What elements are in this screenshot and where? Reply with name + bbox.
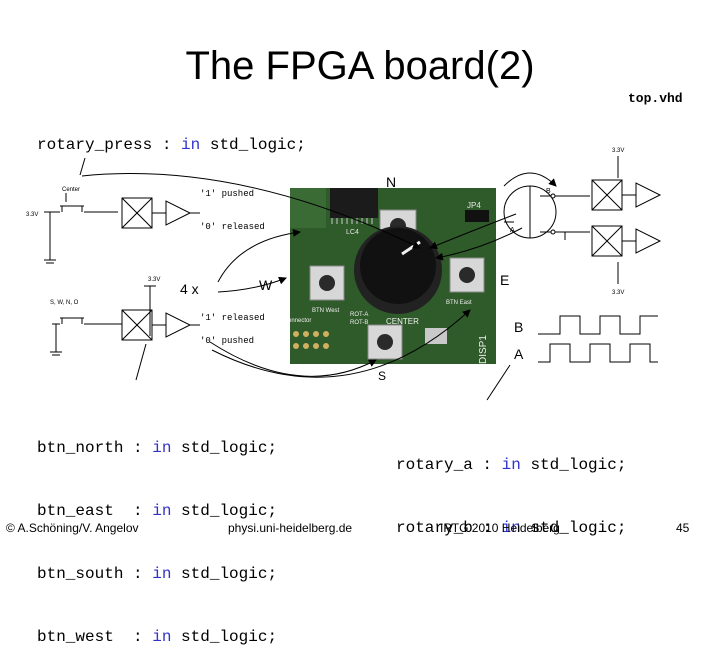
encoder-arrow-2 (435, 227, 523, 261)
swno-label: S, W, N, O (50, 300, 79, 306)
rotary-press-arrow (81, 173, 421, 249)
board-area (290, 188, 326, 228)
decl-type: std_logic; (209, 136, 306, 154)
decl-type: std_logic; (181, 439, 278, 457)
waveform-b (538, 315, 658, 335)
decl-type: std_logic; (181, 502, 278, 520)
rotary-leader (486, 364, 511, 401)
connector-pins (293, 331, 329, 349)
button-decl-line: btn_west : in std_logic; (37, 627, 277, 648)
footer-site: physi.uni-heidelberg.de (228, 521, 353, 535)
top-released-label: '0' released (200, 222, 265, 232)
file-name: top.vhd (628, 91, 683, 106)
decl-type: std_logic; (181, 628, 278, 646)
nswe-switch-schematic (50, 285, 200, 356)
north-label: N (386, 174, 396, 190)
decl-signal: btn_east (37, 502, 124, 520)
jp4-label: JP4 (467, 201, 481, 210)
decl-type: std_logic; (181, 565, 278, 583)
decl-signal: rotary_press (37, 136, 153, 154)
decl-dir: in (152, 628, 172, 646)
decl-sep: : (123, 628, 153, 646)
schematic-diagram: Center 3.3V '1' pushed '0' released 3.3V… (26, 148, 662, 401)
button-decl-line: btn_north : in std_logic; (37, 438, 277, 459)
decl-signal: btn_north (37, 439, 124, 457)
rotary-decl-line: rotary_a : in std_logic; (396, 455, 626, 476)
arrow-to-east (211, 309, 471, 378)
encoder-rotation-arrow (503, 172, 557, 187)
center-switch-schematic (44, 193, 200, 264)
decl-signal: btn_south (37, 565, 124, 583)
encoder-node-a (550, 229, 556, 235)
east-button-cap (459, 267, 475, 283)
decl-signal: btn_west (37, 628, 124, 646)
arrow-to-west (217, 276, 287, 293)
btn-leader (135, 343, 147, 381)
btn-west-label: BTN West (312, 308, 340, 314)
btn-east-label: BTN East (446, 300, 472, 306)
rotary-declarations: rotary_a : in std_logic; rotary_b : in s… (396, 413, 626, 560)
west-button-cap (319, 275, 335, 291)
decl-type: std_logic; (530, 456, 627, 474)
encoder-node-b (550, 193, 556, 199)
decl-sep: : (123, 565, 153, 583)
decl-sep: : (123, 439, 153, 457)
center-label: CENTER (386, 317, 419, 326)
decl-dir: in (501, 519, 521, 537)
waveform-a (538, 343, 658, 363)
decl-dir: in (152, 439, 172, 457)
center-small-label: Center (62, 187, 80, 193)
decl-sep: : (123, 502, 153, 520)
decl-dir: in (181, 136, 201, 154)
v33-label-1: 3.3V (26, 212, 38, 218)
decl-sep: : (152, 136, 182, 154)
decl-signal: rotary_a (396, 456, 473, 474)
decl-dir: in (152, 565, 172, 583)
rot-a-label: ROT-A (350, 312, 368, 318)
button-decl-line: btn_south : in std_logic; (37, 564, 277, 585)
lc4-label: LC4 (346, 229, 359, 236)
decl-sep: : (472, 519, 502, 537)
arrow-to-north (217, 228, 301, 283)
rotary-press-declaration: rotary_press : in std_logic; (37, 136, 306, 154)
south-label: S (378, 369, 386, 383)
disp1-label: DISP1 (478, 335, 489, 364)
footer-authors: © A.Schöning/V. Angelov (6, 521, 139, 535)
v33-label-3: 3.3V (612, 148, 624, 154)
decl-dir: in (152, 502, 172, 520)
encoder-a-pin: A (510, 227, 515, 234)
jp4-header (465, 210, 489, 222)
rotary-press-leader (79, 157, 86, 176)
page-number: 45 (676, 521, 690, 535)
rot-b-label: ROT-B (350, 320, 368, 326)
bot-pushed-label: '0' pushed (200, 336, 254, 346)
arrow-to-south (209, 341, 377, 377)
connector-label: onnector (290, 318, 311, 324)
smd-part (425, 328, 447, 344)
button-decl-line: btn_east : in std_logic; (37, 501, 277, 522)
footer-event: IRTG 2010 Heidelberg (440, 521, 560, 535)
decl-sep: : (472, 456, 502, 474)
v33-label-4: 3.3V (612, 290, 624, 296)
encoder-b-pin: B (546, 188, 551, 195)
quadrature-waveforms (538, 315, 658, 363)
encoder-arrow-1 (429, 213, 517, 250)
wave-a-label: A (514, 346, 524, 362)
encoder-schematic (503, 156, 662, 284)
decl-signal: rotary_b (396, 519, 473, 537)
south-button-cap (377, 334, 393, 350)
four-x-label: 4 x (180, 281, 199, 297)
v33-label-2: 3.3V (148, 277, 160, 283)
decl-type: std_logic; (530, 519, 627, 537)
rotary-decl-line: rotary_b : in std_logic; (396, 518, 626, 539)
east-label: E (500, 272, 509, 288)
slide-title: The FPGA board(2) (185, 44, 535, 88)
decl-dir: in (501, 456, 521, 474)
board-photo: JP4 LC4 BTN West BTN East CENTER ROT-A R… (290, 188, 496, 364)
bot-released-label: '1' released (200, 313, 265, 323)
wave-b-label: B (514, 319, 523, 335)
top-pushed-label: '1' pushed (200, 189, 254, 199)
